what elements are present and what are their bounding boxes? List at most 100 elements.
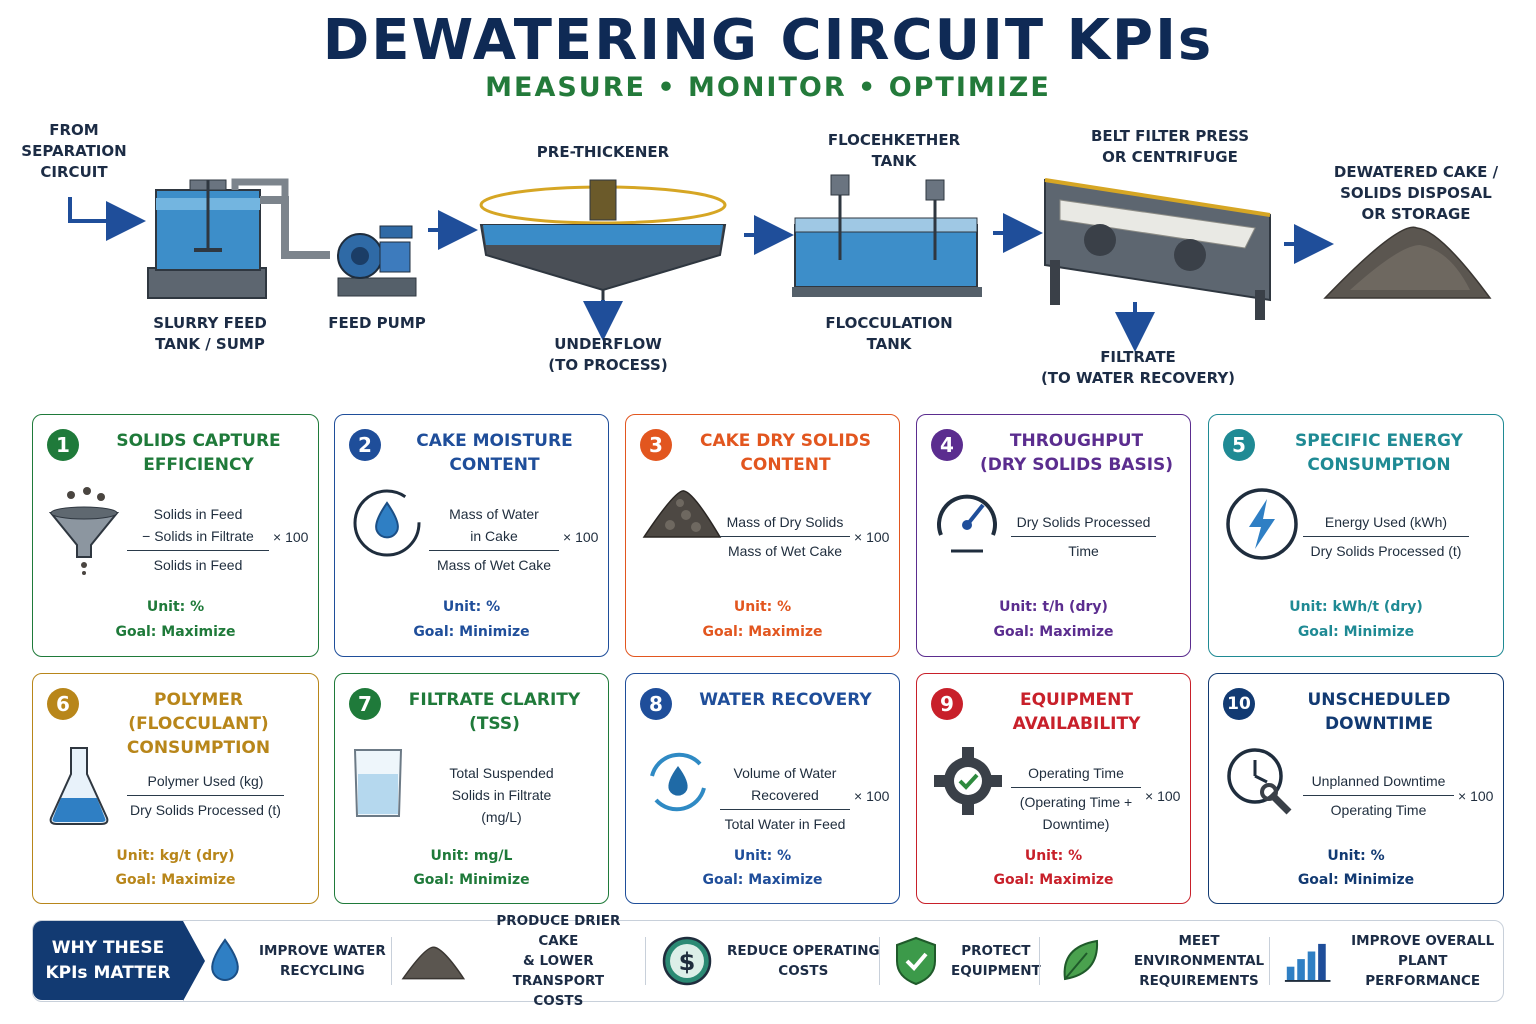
flocculation-tank-illustration: [792, 174, 982, 297]
kpi-formula: Polymer Used (kg)Dry Solids Processed (t…: [127, 770, 284, 821]
slurry-tank-label: SLURRY FEED TANK / SUMP: [153, 314, 267, 353]
kpi-unit: Unit: kWh/t (dry): [1289, 599, 1423, 615]
kpi-unit: Unit: mg/L: [430, 848, 513, 864]
dewatered-cake-label: DEWATERED CAKE / SOLIDS DISPOSAL OR STOR…: [1333, 163, 1499, 223]
kpi-unit: Unit: t/h (dry): [999, 599, 1108, 615]
kpi-goal: Goal: Minimize: [1297, 624, 1415, 640]
process-flow-diagram: [68, 174, 1492, 352]
kpi-unit: Unit: %: [146, 599, 205, 615]
kpi-number-badge: 2: [349, 429, 381, 461]
kpi-multiplier: × 100: [854, 529, 890, 545]
kpi-formula: Energy Used (kWh)Dry Solids Processed (t…: [1303, 511, 1469, 562]
belt-press-label: BELT FILTER PRESS OR CENTRIFUGE: [1090, 127, 1250, 166]
flocculation-tank-label: FLOCCULATION TANK: [825, 314, 953, 353]
underflow-label: UNDERFLOW (TO PROCESS): [548, 335, 668, 374]
kpi-card-6: 6 POLYMER (FLOCCULANT)CONSUMPTION Polymer …: [32, 673, 319, 904]
water-drop-cycle-icon: [349, 485, 425, 566]
kpi-title: THROUGHPUT(DRY SOLIDS BASIS): [979, 431, 1174, 475]
dollar-coin-icon: $: [662, 936, 712, 985]
feed-pump-illustration: [337, 225, 417, 297]
gear-check-icon: [931, 744, 1005, 823]
kpi-number-badge: 9: [931, 688, 963, 720]
bar-chart-icon: [1284, 943, 1331, 982]
kpi-title: POLYMER (FLOCCULANT)CONSUMPTION: [126, 690, 271, 758]
kpi-goal: Goal: Minimize: [1297, 872, 1415, 888]
clock-wrench-icon: [1223, 744, 1297, 823]
kpi-title: FILTRATE CLARITY(TSS): [408, 690, 581, 734]
kpi-number-badge: 5: [1223, 429, 1255, 461]
page-subtitle: MEASURE • MONITOR • OPTIMIZE: [485, 72, 1051, 103]
kpi-unit: Unit: %: [733, 599, 792, 615]
kpi-unit: Unit: %: [1327, 848, 1385, 864]
kpi-number-badge: 4: [931, 429, 963, 461]
from-separation-label: FROM SEPARATION CIRCUIT: [21, 121, 127, 181]
kpi-unit: Unit: kg/t (dry): [116, 848, 235, 864]
kpi-goal: Goal: Maximize: [993, 624, 1114, 640]
kpi-goal: Goal: Maximize: [702, 872, 823, 888]
kpi-goal: Goal: Minimize: [413, 624, 530, 640]
kpi-number-badge: 10: [1223, 688, 1255, 720]
pre-thickener-illustration: [479, 179, 727, 300]
kpi-multiplier: × 100: [854, 788, 890, 804]
kpi-number-badge: 7: [349, 688, 381, 720]
solids-pile-icon: [640, 485, 724, 546]
leaf-icon: [1063, 939, 1098, 980]
beaker-icon: [349, 744, 407, 825]
dewatered-cake-pile-illustration: [1323, 226, 1492, 299]
lightning-icon: [1223, 485, 1301, 568]
kpi-unit: Unit: %: [733, 848, 792, 864]
kpi-number-badge: 3: [640, 429, 672, 461]
kpi-multiplier: × 100: [1145, 788, 1181, 804]
kpi-formula: Operating Time(Operating Time +Downtime): [1011, 762, 1141, 835]
funnel-icon: [47, 485, 121, 580]
kpi-number-badge: 6: [47, 688, 79, 720]
kpi-card-4: 4 THROUGHPUT(DRY SOLIDS BASIS) Dry Solids …: [916, 414, 1191, 657]
page-title: DEWATERING CIRCUIT KPIs: [322, 8, 1214, 73]
kpi-goal: Goal: Maximize: [702, 624, 823, 640]
floc-tank-top-label: FLOCEHKETHER TANK: [827, 131, 961, 170]
kpi-goal: Goal: Maximize: [115, 624, 236, 640]
kpi-goal: Goal: Maximize: [993, 872, 1114, 888]
kpi-number-badge: 1: [47, 429, 79, 461]
kpi-title: WATER RECOVERY: [699, 690, 872, 710]
pre-thickener-label: PRE-THICKENER: [536, 143, 670, 161]
kpi-unit: Unit: %: [442, 599, 501, 615]
kpi-multiplier: × 100: [563, 529, 599, 545]
kpi-goal: Goal: Minimize: [413, 872, 530, 888]
feed-pump-label: FEED PUMP: [328, 314, 426, 332]
cake-pile-icon: [401, 946, 466, 979]
flask-icon: [47, 744, 111, 831]
shield-check-icon: [896, 936, 936, 985]
slurry-feed-tank-illustration: [147, 178, 330, 299]
filtrate-label: FILTRATE (TO WATER RECOVERY): [1040, 348, 1236, 387]
water-recycle-icon: [640, 744, 716, 825]
feed-in-arrow: [68, 197, 146, 241]
kpi-goal: Goal: Maximize: [115, 872, 236, 888]
kpi-multiplier: × 100: [273, 529, 309, 545]
gauge-icon: [931, 485, 1003, 562]
svg-text:$: $: [679, 948, 696, 976]
